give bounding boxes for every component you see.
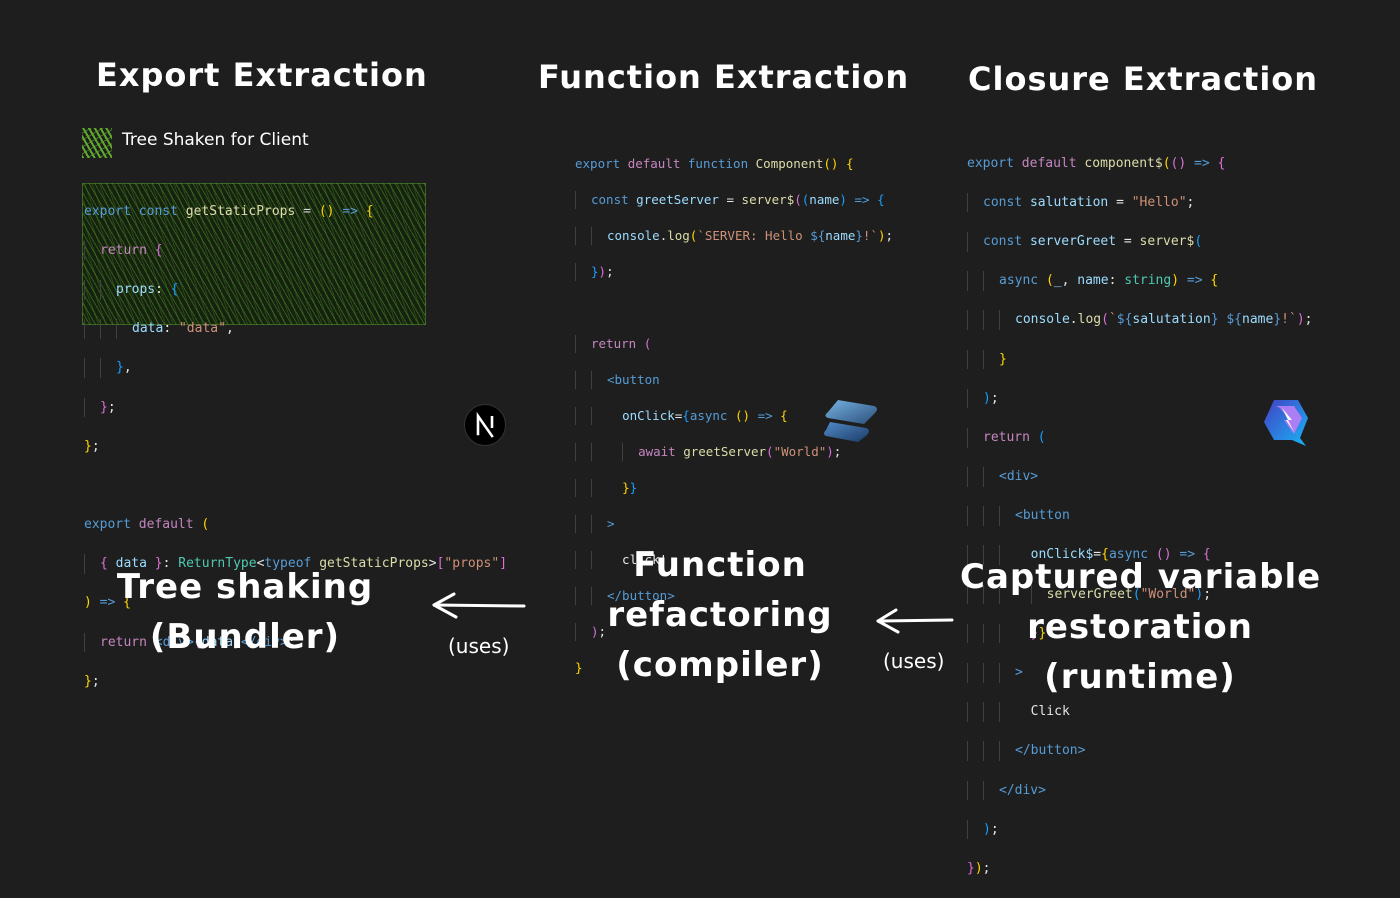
solidjs-logo-icon: [824, 400, 877, 442]
code-line: { data }: ReturnType<typeof getStaticPro…: [84, 554, 507, 574]
code-line: };: [84, 438, 100, 454]
code-line: export const getStaticProps = () => {: [84, 203, 374, 219]
code-line: console.log(`${salutation} ${name}!`);: [967, 310, 1312, 330]
code-line: }: [575, 660, 583, 675]
code-line: <div>: [967, 467, 1312, 487]
code-line: });: [575, 263, 893, 281]
code-line: export default (: [84, 517, 210, 533]
tree-shaking-label: Tree shaking (Bundler): [105, 562, 385, 662]
code-line: >: [967, 663, 1312, 683]
code-line: });: [967, 860, 991, 876]
function-refactoring-line: Function: [633, 545, 807, 585]
code-line: [575, 299, 893, 317]
legend-label: Tree Shaken for Client: [122, 130, 309, 150]
closure-extraction-heading: Closure Extraction: [968, 60, 1319, 98]
tree-shaking-line: (Bundler): [149, 617, 341, 657]
code-line: const serverGreet = server$(: [967, 231, 1312, 252]
code-line: Click: [967, 702, 1312, 722]
export-code-panel: export const getStaticProps = () => { re…: [84, 182, 507, 711]
function-refactoring-line: refactoring: [607, 595, 833, 635]
code-line: <button: [575, 371, 893, 389]
function-code-panel: export default function Component() { co…: [575, 137, 893, 695]
code-line: return (: [575, 335, 893, 353]
code-line: );: [575, 623, 893, 641]
arrow-left-icon: [876, 608, 954, 634]
code-line: <button: [967, 506, 1312, 526]
arrow-left-icon: [432, 592, 526, 619]
code-line: </button>: [575, 587, 893, 605]
captured-variable-label: Captured variable restoration (runtime): [960, 552, 1320, 702]
captured-variable-line: restoration: [1027, 607, 1253, 647]
code-line: data: "data",: [84, 319, 507, 339]
tree-shaken-swatch-icon: [82, 128, 112, 158]
function-refactoring-label: Function refactoring (compiler): [580, 540, 860, 690]
export-extraction-heading: Export Extraction: [96, 56, 428, 94]
code-line: async (_, name: string) => {: [967, 271, 1312, 291]
code-line: },: [84, 358, 507, 378]
code-line: console.log(`SERVER: Hello ${name}!`);: [575, 227, 893, 245]
code-line: }}: [575, 479, 893, 497]
code-line: }: [967, 349, 1312, 370]
code-line: click!: [575, 551, 893, 569]
captured-variable-line: Captured variable: [960, 557, 1322, 597]
code-line: await greetServer("World");: [575, 443, 893, 461]
code-line: const salutation = "Hello";: [967, 192, 1312, 213]
code-line: }}: [967, 623, 1312, 644]
code-line: };: [84, 673, 100, 689]
code-line: onClick={async () => {: [575, 407, 893, 425]
closure-code-panel: export default component$(() => { const …: [967, 134, 1312, 898]
code-line: >: [575, 515, 893, 533]
code-line: );: [967, 819, 1312, 840]
code-line: };: [84, 397, 507, 418]
code-line: [84, 476, 507, 496]
code-line: export default function Component() {: [575, 156, 854, 171]
code-line: </div>: [967, 780, 1312, 801]
code-line: props: {: [84, 279, 507, 300]
code-line: const greetServer = server$((name) => {: [575, 191, 893, 209]
code-line: return <div>{data}</div>;: [84, 632, 507, 653]
code-line: return {: [84, 240, 507, 261]
function-refactoring-line: (compiler): [616, 645, 824, 685]
code-line: serverGreet("World");: [967, 584, 1312, 605]
code-line: );: [967, 388, 1312, 409]
function-extraction-heading: Function Extraction: [538, 58, 910, 96]
tree-shaking-line: Tree shaking: [116, 567, 374, 607]
code-line: ) => {: [84, 595, 131, 611]
captured-variable-line: (runtime): [1044, 657, 1236, 697]
tree-shaken-region: [82, 183, 426, 325]
nextjs-logo-icon: [464, 404, 506, 446]
code-line: onClick$={async () => {: [967, 545, 1312, 566]
uses-label-right: (uses): [883, 649, 945, 673]
code-line: return (: [967, 427, 1312, 448]
code-line: export default component$(() => {: [967, 155, 1226, 171]
qwik-logo-icon: [1264, 400, 1308, 446]
uses-label-left: (uses): [448, 634, 510, 658]
code-line: </button>: [967, 741, 1312, 761]
